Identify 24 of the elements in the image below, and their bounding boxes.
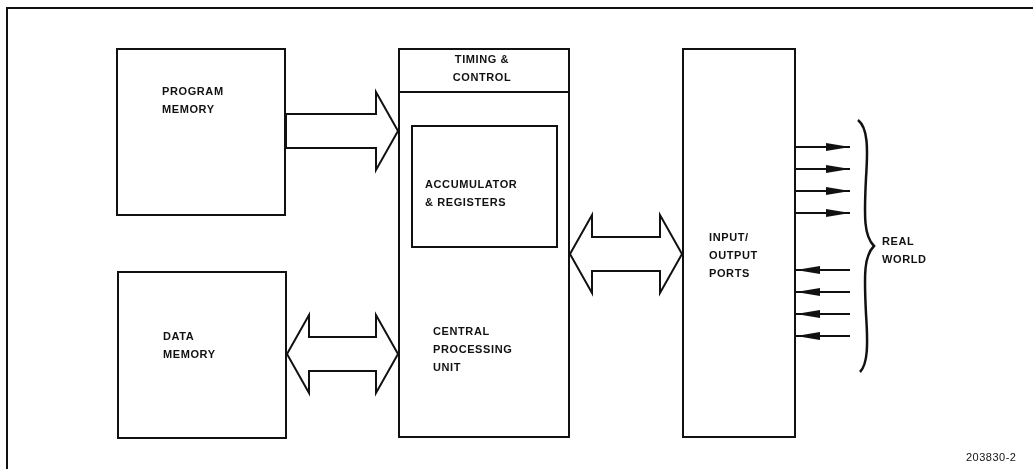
block-label: ACCUMULATOR & REGISTERS [425,177,519,210]
signal-arrow [795,266,851,274]
bus-arrow [285,311,400,397]
register-block [411,125,558,248]
signal-arrow [795,187,851,195]
signal-arrow [795,165,851,173]
signal-arrow [795,143,851,151]
block-label: TIMING & CONTROL [451,52,513,85]
signal-arrow [795,209,851,217]
figure-number: 203830-2 [966,451,1017,463]
memory-block [117,271,287,439]
block-label: REAL WORLD [882,234,928,267]
block-label: DATA MEMORY [163,329,217,362]
bus-arrow [568,211,684,297]
signal-arrow [795,332,851,340]
signal-arrow [795,288,851,296]
cpu-block [398,48,570,438]
bus-arrow [285,88,400,174]
block-label: CENTRAL PROCESSING UNIT [433,324,514,375]
memory-block [116,48,286,216]
block-label: PROGRAM MEMORY [162,84,225,117]
block-label: INPUT/ OUTPUT PORTS [709,230,759,281]
signal-arrow [795,310,851,318]
port-block [682,48,796,438]
